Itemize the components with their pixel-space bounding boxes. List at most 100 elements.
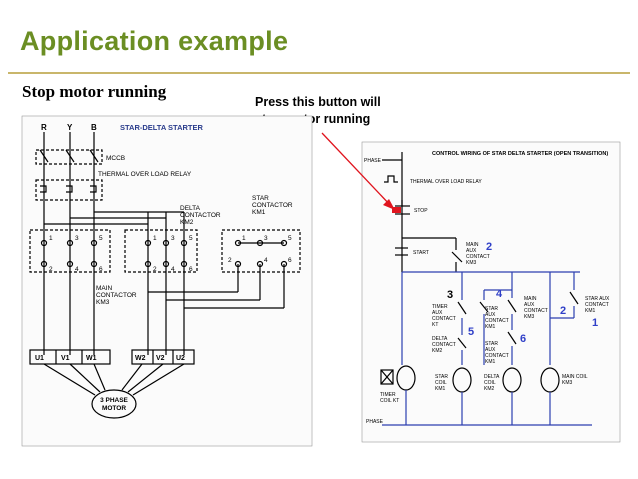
label-main-aux-2: AUX bbox=[466, 248, 477, 254]
label-w1: W1 bbox=[86, 355, 97, 362]
stop-button-highlight bbox=[321, 132, 401, 213]
label-timer-coil-2: COIL KT bbox=[380, 398, 399, 404]
label-star-aux5-1: STAR bbox=[485, 341, 498, 347]
label-delta-2: CONTACTOR bbox=[180, 212, 221, 219]
label-km3-5: 5 bbox=[99, 235, 103, 242]
step-4-label: 4 bbox=[496, 288, 503, 300]
label-star-aux-3: CONTACT bbox=[485, 318, 509, 324]
label-timer-aux-1: TIMER bbox=[432, 304, 448, 310]
label-star-aux-right-2: CONTACT bbox=[585, 302, 609, 308]
step-2-label: 2 bbox=[486, 241, 492, 253]
label-overload: THERMAL OVER LOAD RELAY bbox=[98, 171, 192, 178]
label-km1-1: 1 bbox=[242, 235, 246, 242]
label-timer-coil-1: TIMER bbox=[380, 392, 396, 398]
label-km2-2: 2 bbox=[153, 266, 157, 273]
label-timer-aux-3: CONTACT bbox=[432, 316, 456, 322]
label-timer-aux-2: AUX bbox=[432, 310, 443, 316]
label-phase-y: Y bbox=[67, 123, 73, 132]
label-main-2: CONTACTOR bbox=[96, 292, 137, 299]
label-timer-aux-4: KT bbox=[432, 322, 438, 328]
label-delta-aux-3: KM2 bbox=[432, 348, 443, 354]
label-main-coil-1: MAIN COIL bbox=[562, 374, 588, 380]
label-delta-coil-2: COIL bbox=[484, 380, 496, 386]
label-control-title: CONTROL WIRING OF STAR DELTA STARTER (OP… bbox=[432, 151, 608, 157]
step-5-label: 5 bbox=[468, 326, 474, 338]
slide-title: Application example bbox=[20, 26, 289, 56]
label-overload-relay: THERMAL OVER LOAD RELAY bbox=[410, 179, 482, 185]
label-km3-3: 3 bbox=[75, 235, 79, 242]
label-star-aux-1: STAR bbox=[485, 306, 498, 312]
label-phase-r: R bbox=[41, 123, 47, 132]
label-main-3: KM3 bbox=[96, 299, 110, 306]
label-km3-1: 1 bbox=[49, 235, 53, 242]
label-main-coil-2: KM3 bbox=[562, 380, 573, 386]
label-motor-2: MOTOR bbox=[102, 405, 126, 412]
label-stop: STOP bbox=[414, 208, 428, 214]
callout-line-1: Press this button will bbox=[255, 95, 381, 109]
label-km2-6: 6 bbox=[189, 266, 193, 273]
label-star-coil-3: KM1 bbox=[435, 386, 446, 392]
label-v2: V2 bbox=[156, 355, 165, 362]
step-6-label: 6 bbox=[520, 333, 526, 345]
label-star-aux5-2: AUX bbox=[485, 347, 496, 353]
label-u2: U2 bbox=[176, 355, 185, 362]
label-star-2: CONTACTOR bbox=[252, 202, 293, 209]
label-star-aux-2: AUX bbox=[485, 312, 496, 318]
label-star-aux-right-1: STAR AUX bbox=[585, 296, 610, 302]
label-km1-5: 5 bbox=[288, 235, 292, 242]
label-motor-1: 3 PHASE bbox=[100, 397, 128, 404]
label-main-aux2-4: KM3 bbox=[524, 314, 535, 320]
control-diagram bbox=[361, 141, 621, 443]
label-km3-6: 6 bbox=[99, 266, 103, 273]
label-neutral-phase: PHASE bbox=[366, 419, 384, 425]
label-km2-4: 4 bbox=[171, 266, 175, 273]
label-star-aux-4: KM1 bbox=[485, 324, 496, 330]
slide-subtitle: Stop motor running bbox=[22, 82, 167, 101]
label-star-aux5-4: KM1 bbox=[485, 359, 496, 365]
label-delta-coil-3: KM2 bbox=[484, 386, 495, 392]
label-delta-3: KM2 bbox=[180, 219, 194, 226]
label-star-coil-2: COIL bbox=[435, 380, 447, 386]
label-km1-2: 2 bbox=[228, 257, 232, 264]
label-star-aux-right-3: KM1 bbox=[585, 308, 596, 314]
step-numbers: 2 3 4 5 6 2 1 bbox=[447, 241, 598, 345]
label-star-1: STAR bbox=[252, 195, 269, 202]
label-u1: U1 bbox=[35, 355, 44, 362]
title-divider bbox=[8, 72, 630, 74]
label-main-aux-4: KM3 bbox=[466, 260, 477, 266]
label-km1-3: 3 bbox=[264, 235, 268, 242]
label-delta-aux-1: DELTA bbox=[432, 336, 448, 342]
step-1-label: 1 bbox=[592, 317, 598, 329]
power-diagram bbox=[21, 115, 313, 447]
label-star-delta-title: STAR-DELTA STARTER bbox=[120, 123, 203, 132]
label-delta-coil-1: DELTA bbox=[484, 374, 500, 380]
label-v1: V1 bbox=[61, 355, 70, 362]
label-delta-1: DELTA bbox=[180, 205, 201, 212]
label-w2: W2 bbox=[135, 355, 146, 362]
label-main-aux-3: CONTACT bbox=[466, 254, 490, 260]
label-main-aux2-1: MAIN bbox=[524, 296, 537, 302]
label-phase: PHASE bbox=[364, 158, 382, 164]
label-main-aux-1: MAIN bbox=[466, 242, 479, 248]
control-diagram-labels: CONTROL WIRING OF STAR DELTA STARTER (OP… bbox=[364, 151, 610, 425]
label-km3-2: 2 bbox=[49, 266, 53, 273]
label-delta-aux-2: CONTACT bbox=[432, 342, 456, 348]
label-km2-1: 1 bbox=[153, 235, 157, 242]
label-star-aux5-3: CONTACT bbox=[485, 353, 509, 359]
label-km1-6: 6 bbox=[288, 257, 292, 264]
label-mccb: MCCB bbox=[106, 155, 125, 162]
label-phase-b: B bbox=[91, 123, 97, 132]
label-km1-4: 4 bbox=[264, 257, 268, 264]
step-3-label: 3 bbox=[447, 289, 453, 301]
label-main-1: MAIN bbox=[96, 285, 113, 292]
label-star-coil-1: STAR bbox=[435, 374, 448, 380]
label-star-3: KM1 bbox=[252, 209, 266, 216]
label-km3-4: 4 bbox=[75, 266, 79, 273]
label-main-aux2-3: CONTACT bbox=[524, 308, 548, 314]
label-main-aux2-2: AUX bbox=[524, 302, 535, 308]
label-start: START bbox=[413, 250, 429, 256]
label-km2-5: 5 bbox=[189, 235, 193, 242]
power-diagram-labels: R Y B STAR-DELTA STARTER MCCB THERMAL OV… bbox=[35, 123, 293, 412]
label-km2-3: 3 bbox=[171, 235, 175, 242]
